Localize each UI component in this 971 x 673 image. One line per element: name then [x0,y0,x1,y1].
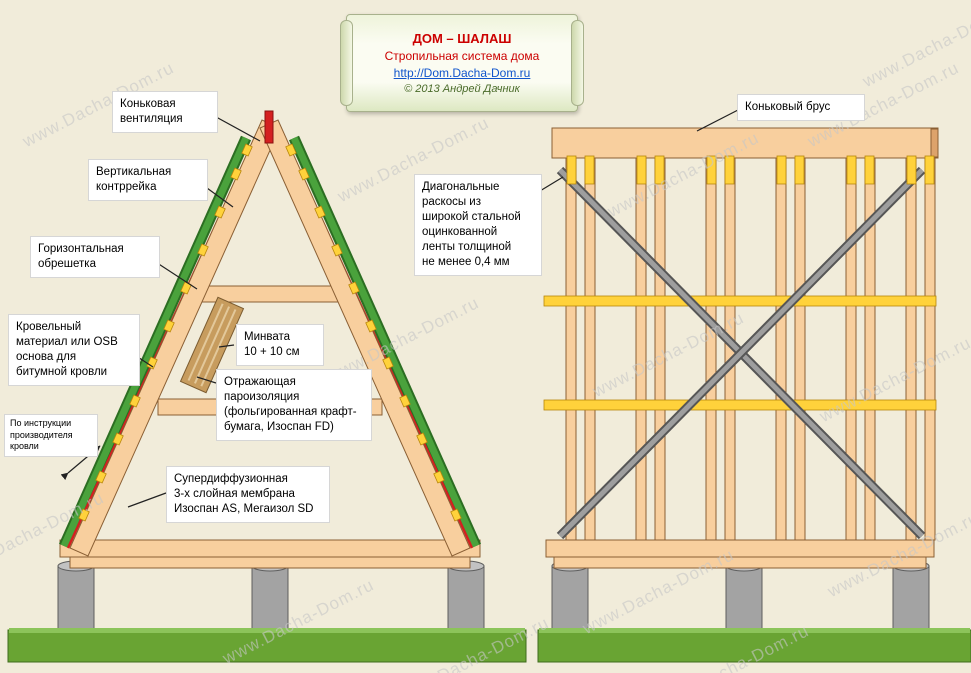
title-scroll: ДОМ – ШАЛАШ Стропильная система дома htt… [340,14,584,112]
label-vapor-barrier: Отражающая пароизоляция (фольгированная … [216,369,372,441]
label-roofing-material: Кровельный материал или OSB основа для б… [8,314,140,386]
base-beam-right [545,539,935,558]
copyright: © 2013 Андрей Дачник [404,83,520,95]
mineral-wool-slab [179,296,245,394]
foundation-pillars-left [57,560,485,633]
label-mineral-wool: Минвата 10 + 10 см [236,324,324,366]
label-per-manufacturer-instructions: По инструкции производителя кровли [4,414,98,458]
site-link[interactable]: http://Dom.Dacha-Dom.ru [393,66,531,80]
purlin-upper [543,295,937,307]
doc-subtitle: Стропильная система дома [384,49,540,63]
label-ridge-beam: Коньковый брус [737,94,865,121]
label-horizontal-lathing: Горизонтальная обрешетка [30,236,160,278]
base-plank-left [69,556,471,569]
label-diagonal-braces: Диагональные раскосы из широкой стальной… [414,174,542,276]
ridge-beam [551,127,939,159]
doc-title: ДОМ – ШАЛАШ [412,31,512,46]
frame-front-view [534,109,971,663]
scroll-curl-right [571,20,584,106]
ridge-vent-piece [264,110,274,144]
counter-batten-tabs [566,155,935,185]
aframe-cross-section [7,110,527,663]
base-plank-right [553,556,927,569]
base-beam-left [59,539,481,558]
foundation-pillars-right [551,560,930,633]
ground-right [537,628,971,663]
label-diffusion-membrane: Супердиффузионная 3-х слойная мембрана И… [166,466,330,523]
purlin-lower [543,399,937,411]
lathing-battens-right [285,143,462,522]
ridge-beam-end-face [930,128,939,158]
ground-left [7,628,527,663]
rafter-studs [565,157,936,541]
diagonal-straps [556,166,926,540]
scroll-curl-left [340,20,353,106]
label-counter-batten: Вертикальная контррейка [88,159,208,201]
label-ridge-ventilation: Коньковая вентиляция [112,91,218,133]
